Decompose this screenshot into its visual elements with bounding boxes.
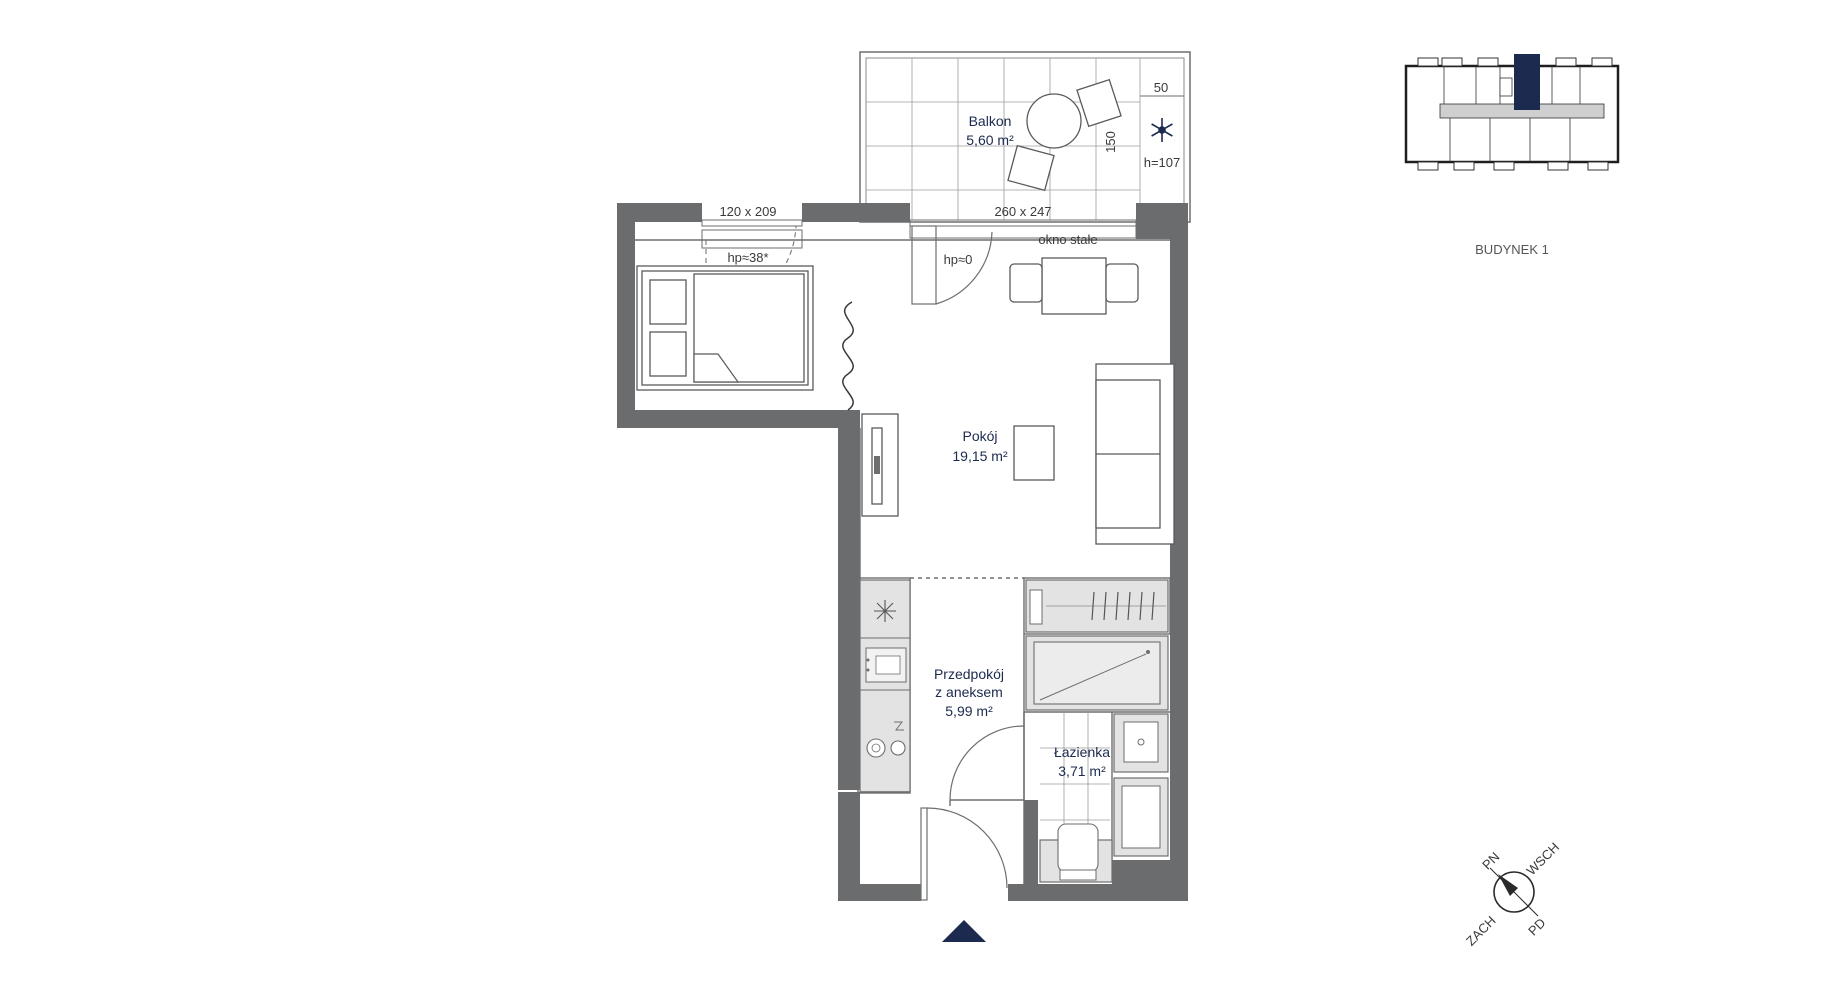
- building-label: BUDYNEK 1: [1475, 242, 1549, 257]
- toilet: [1039, 823, 1113, 883]
- railing-height: h=107: [1144, 155, 1181, 170]
- balcony-width-dim: 50: [1154, 80, 1168, 95]
- bathroom-door: [949, 725, 1025, 806]
- balcony-table: [1026, 93, 1082, 149]
- living-room-area: 19,15 m²: [952, 448, 1008, 464]
- washing-machine: [1113, 777, 1169, 857]
- tv-unit: [861, 413, 899, 517]
- compass-south: PD: [1525, 915, 1548, 938]
- coffee-table: [1013, 425, 1055, 481]
- window-left-dim: 120 x 209: [719, 204, 776, 219]
- compass-icon: [1489, 867, 1539, 917]
- washbasin: [1113, 713, 1169, 773]
- bathroom-name: Łazienka: [1054, 744, 1110, 760]
- hall-name-line2: z aneksem: [935, 684, 1003, 700]
- window-right-dim: 260 x 247: [994, 204, 1051, 219]
- kitchenette: [859, 579, 911, 793]
- snowflake-icon: [1151, 118, 1173, 142]
- window-right: [909, 219, 1137, 305]
- compass-north: PN: [1479, 849, 1502, 872]
- cooktop: [866, 721, 906, 758]
- bathtub: [1025, 635, 1169, 711]
- compass-west: ZACH: [1463, 913, 1499, 949]
- dining-table-set: [1009, 257, 1139, 315]
- living-room-name: Pokój: [962, 428, 997, 444]
- sill-right: hp≈0: [944, 252, 973, 267]
- entrance-door: [920, 807, 1008, 901]
- wardrobe: [1025, 579, 1169, 633]
- sill-left: hp≈38*: [727, 250, 768, 265]
- balcony-area: 5,60 m²: [966, 132, 1014, 148]
- compass-east: WSCH: [1523, 839, 1562, 878]
- sofa: [1095, 363, 1175, 545]
- fridge-star-icon: [874, 600, 896, 622]
- bed: [636, 265, 814, 391]
- balcony-chair-bottom: [1007, 144, 1055, 192]
- balcony-depth-dim: 150: [1103, 131, 1118, 153]
- selected-apartment-highlight: [1514, 54, 1540, 110]
- bathroom-area: 3,71 m²: [1058, 763, 1106, 779]
- balcony: 50 150 h=107: [859, 51, 1191, 223]
- fixed-window-label: okno stałe: [1038, 232, 1097, 247]
- entrance-arrow-icon: [942, 920, 986, 942]
- window-left: [701, 219, 803, 313]
- balcony-name: Balkon: [969, 113, 1012, 129]
- hall-name-line1: Przedpokój: [934, 666, 1004, 682]
- hall-area: 5,99 m²: [945, 703, 993, 719]
- balcony-chair-top: [1076, 78, 1122, 128]
- curtain: [842, 301, 854, 411]
- building-key-plan: [1404, 54, 1620, 171]
